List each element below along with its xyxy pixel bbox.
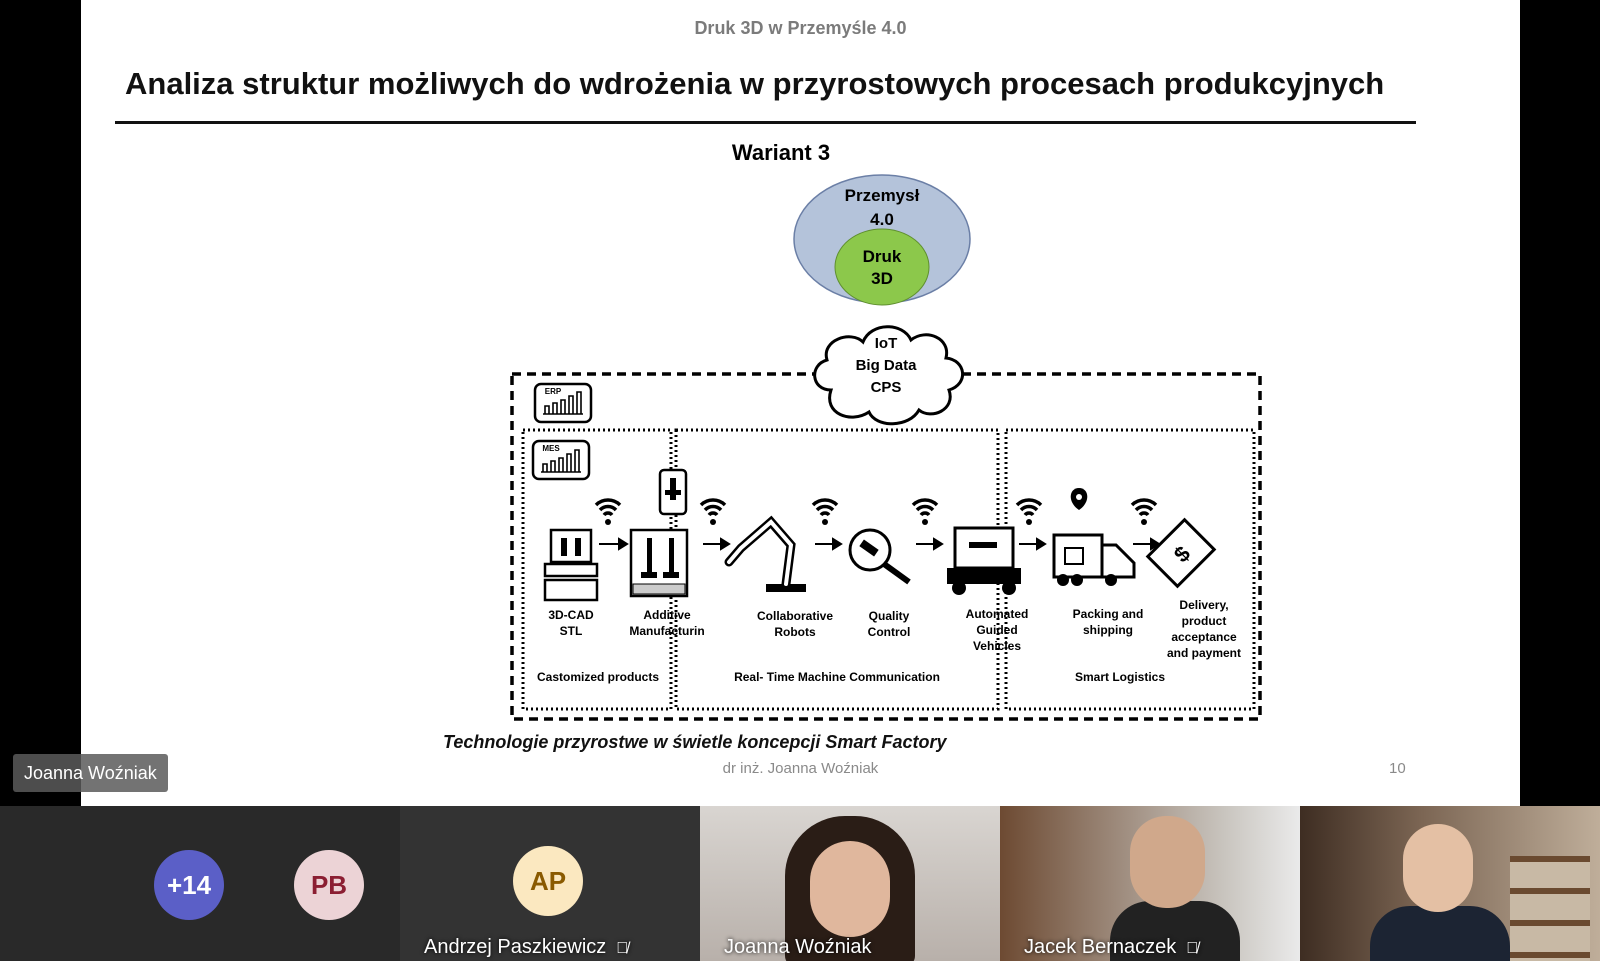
- participant-tile-guest[interactable]: [1300, 806, 1600, 961]
- customized-products-zone: [521, 428, 673, 711]
- title-divider: [115, 121, 1416, 124]
- avatar-ap: AP: [513, 846, 583, 916]
- step-label: Vehicles: [973, 639, 1021, 653]
- step-label: Manufacturin: [629, 624, 704, 638]
- section-label-communication: Real- Time Machine Communication: [734, 670, 940, 684]
- participant-tile-andrzej[interactable]: AP Andrzej Paszkiewicz🎙̸: [400, 806, 700, 961]
- wifi-icon: [699, 498, 727, 525]
- cloud-label-line2: Big Data: [856, 357, 918, 374]
- step-label: Automated: [966, 607, 1029, 621]
- diagram-caption: Technologie przyrostwe w świetle koncepc…: [443, 732, 947, 752]
- active-speaker-tag: Joanna Woźniak: [13, 754, 168, 792]
- smartphone-icon: [658, 468, 688, 516]
- step-label: acceptance: [1171, 630, 1237, 644]
- participant-video-guest: [1370, 906, 1510, 961]
- variant-label: Wariant 3: [731, 140, 831, 165]
- wifi-icon: [911, 498, 939, 525]
- section-label-logistics: Smart Logistics: [1075, 670, 1165, 684]
- robot-arm-icon: [724, 515, 806, 592]
- magnifier-icon: [848, 528, 911, 585]
- wifi-icon: [811, 498, 839, 525]
- step-label: Collaborative: [757, 609, 833, 623]
- mic-muted-icon: 🎙̸: [616, 940, 629, 957]
- presentation-slide: Druk 3D w Przemyśle 4.0 Analiza struktur…: [81, 0, 1520, 806]
- face-guest: [1403, 824, 1473, 912]
- truck-icon: [1052, 488, 1136, 586]
- slide-title: Analiza struktur możliwych do wdrożenia …: [125, 66, 1385, 101]
- 3d-printing-label-line1: Druk: [863, 247, 902, 266]
- step-label: Control: [868, 625, 911, 639]
- step-label: Delivery,: [1179, 598, 1228, 612]
- erp-dashed-frame: [510, 372, 1262, 721]
- wifi-icon: [594, 498, 622, 525]
- step-label: 3D-CAD: [548, 608, 594, 622]
- smart-logistics-zone: [1004, 428, 1256, 711]
- slide-author: dr inż. Joanna Woźniak: [722, 760, 879, 777]
- wifi-icon: [1130, 498, 1158, 525]
- participant-tile-overflow[interactable]: +14 PB: [0, 806, 400, 961]
- step-label: shipping: [1083, 623, 1133, 637]
- mes-monitor-icon: [531, 439, 591, 481]
- printer-icon: [629, 528, 689, 598]
- mic-muted-icon: 🎙̸: [1186, 940, 1199, 957]
- step-label: STL: [560, 624, 583, 638]
- computer-icon: [543, 528, 599, 602]
- participant-name-joanna: Joanna Woźniak: [724, 936, 872, 958]
- erp-monitor-icon: [533, 382, 593, 424]
- participant-name-jacek: Jacek Bernaczek🎙̸: [1024, 936, 1199, 958]
- step-label: Quality: [869, 609, 910, 623]
- cloud-icon: [813, 325, 965, 426]
- arrow-icons: [599, 537, 1161, 551]
- cloud-label-line3: CPS: [871, 379, 902, 396]
- smart-factory-diagram: Przemysł 4.0 Druk 3D IoT Big Data CPS ER…: [510, 174, 1262, 721]
- avatar-pb[interactable]: PB: [294, 850, 364, 920]
- step-label: Guided: [976, 623, 1017, 637]
- 3d-printing-ellipse: [834, 228, 930, 306]
- participant-strip: +14 PB AP Andrzej Paszkiewicz🎙̸ Joanna W…: [0, 806, 1600, 961]
- face-jacek: [1130, 816, 1205, 908]
- payment-icon: $: [1145, 517, 1217, 589]
- face-joanna: [810, 841, 890, 937]
- slide-page-number: 10: [1389, 760, 1406, 777]
- slide-header: Druk 3D w Przemyśle 4.0: [694, 18, 907, 38]
- step-label: product: [1182, 614, 1227, 628]
- bookshelf: [1510, 856, 1590, 961]
- agv-icon: [947, 526, 1021, 595]
- industry-4-label-line2: 4.0: [870, 210, 894, 229]
- step-label: Additive: [643, 608, 691, 622]
- participant-video-jacek: [1110, 901, 1240, 961]
- step-label: Packing and: [1073, 607, 1144, 621]
- erp-label: ERP: [545, 387, 562, 396]
- participant-name-andrzej: Andrzej Paszkiewicz🎙̸: [424, 936, 629, 958]
- wifi-icon: [1015, 498, 1043, 525]
- step-label: and payment: [1167, 646, 1241, 660]
- 3d-printing-label-line2: 3D: [871, 269, 893, 288]
- industry-4-label-line1: Przemysł: [845, 186, 920, 205]
- section-label-customized: Castomized products: [537, 670, 659, 684]
- participant-tile-joanna[interactable]: Joanna Woźniak: [700, 806, 1000, 961]
- step-label: Robots: [774, 625, 816, 639]
- overflow-count-avatar[interactable]: +14: [154, 850, 224, 920]
- participant-tile-jacek[interactable]: Jacek Bernaczek🎙̸: [1000, 806, 1300, 961]
- mes-label: MES: [542, 444, 560, 453]
- cloud-label-line1: IoT: [875, 335, 898, 352]
